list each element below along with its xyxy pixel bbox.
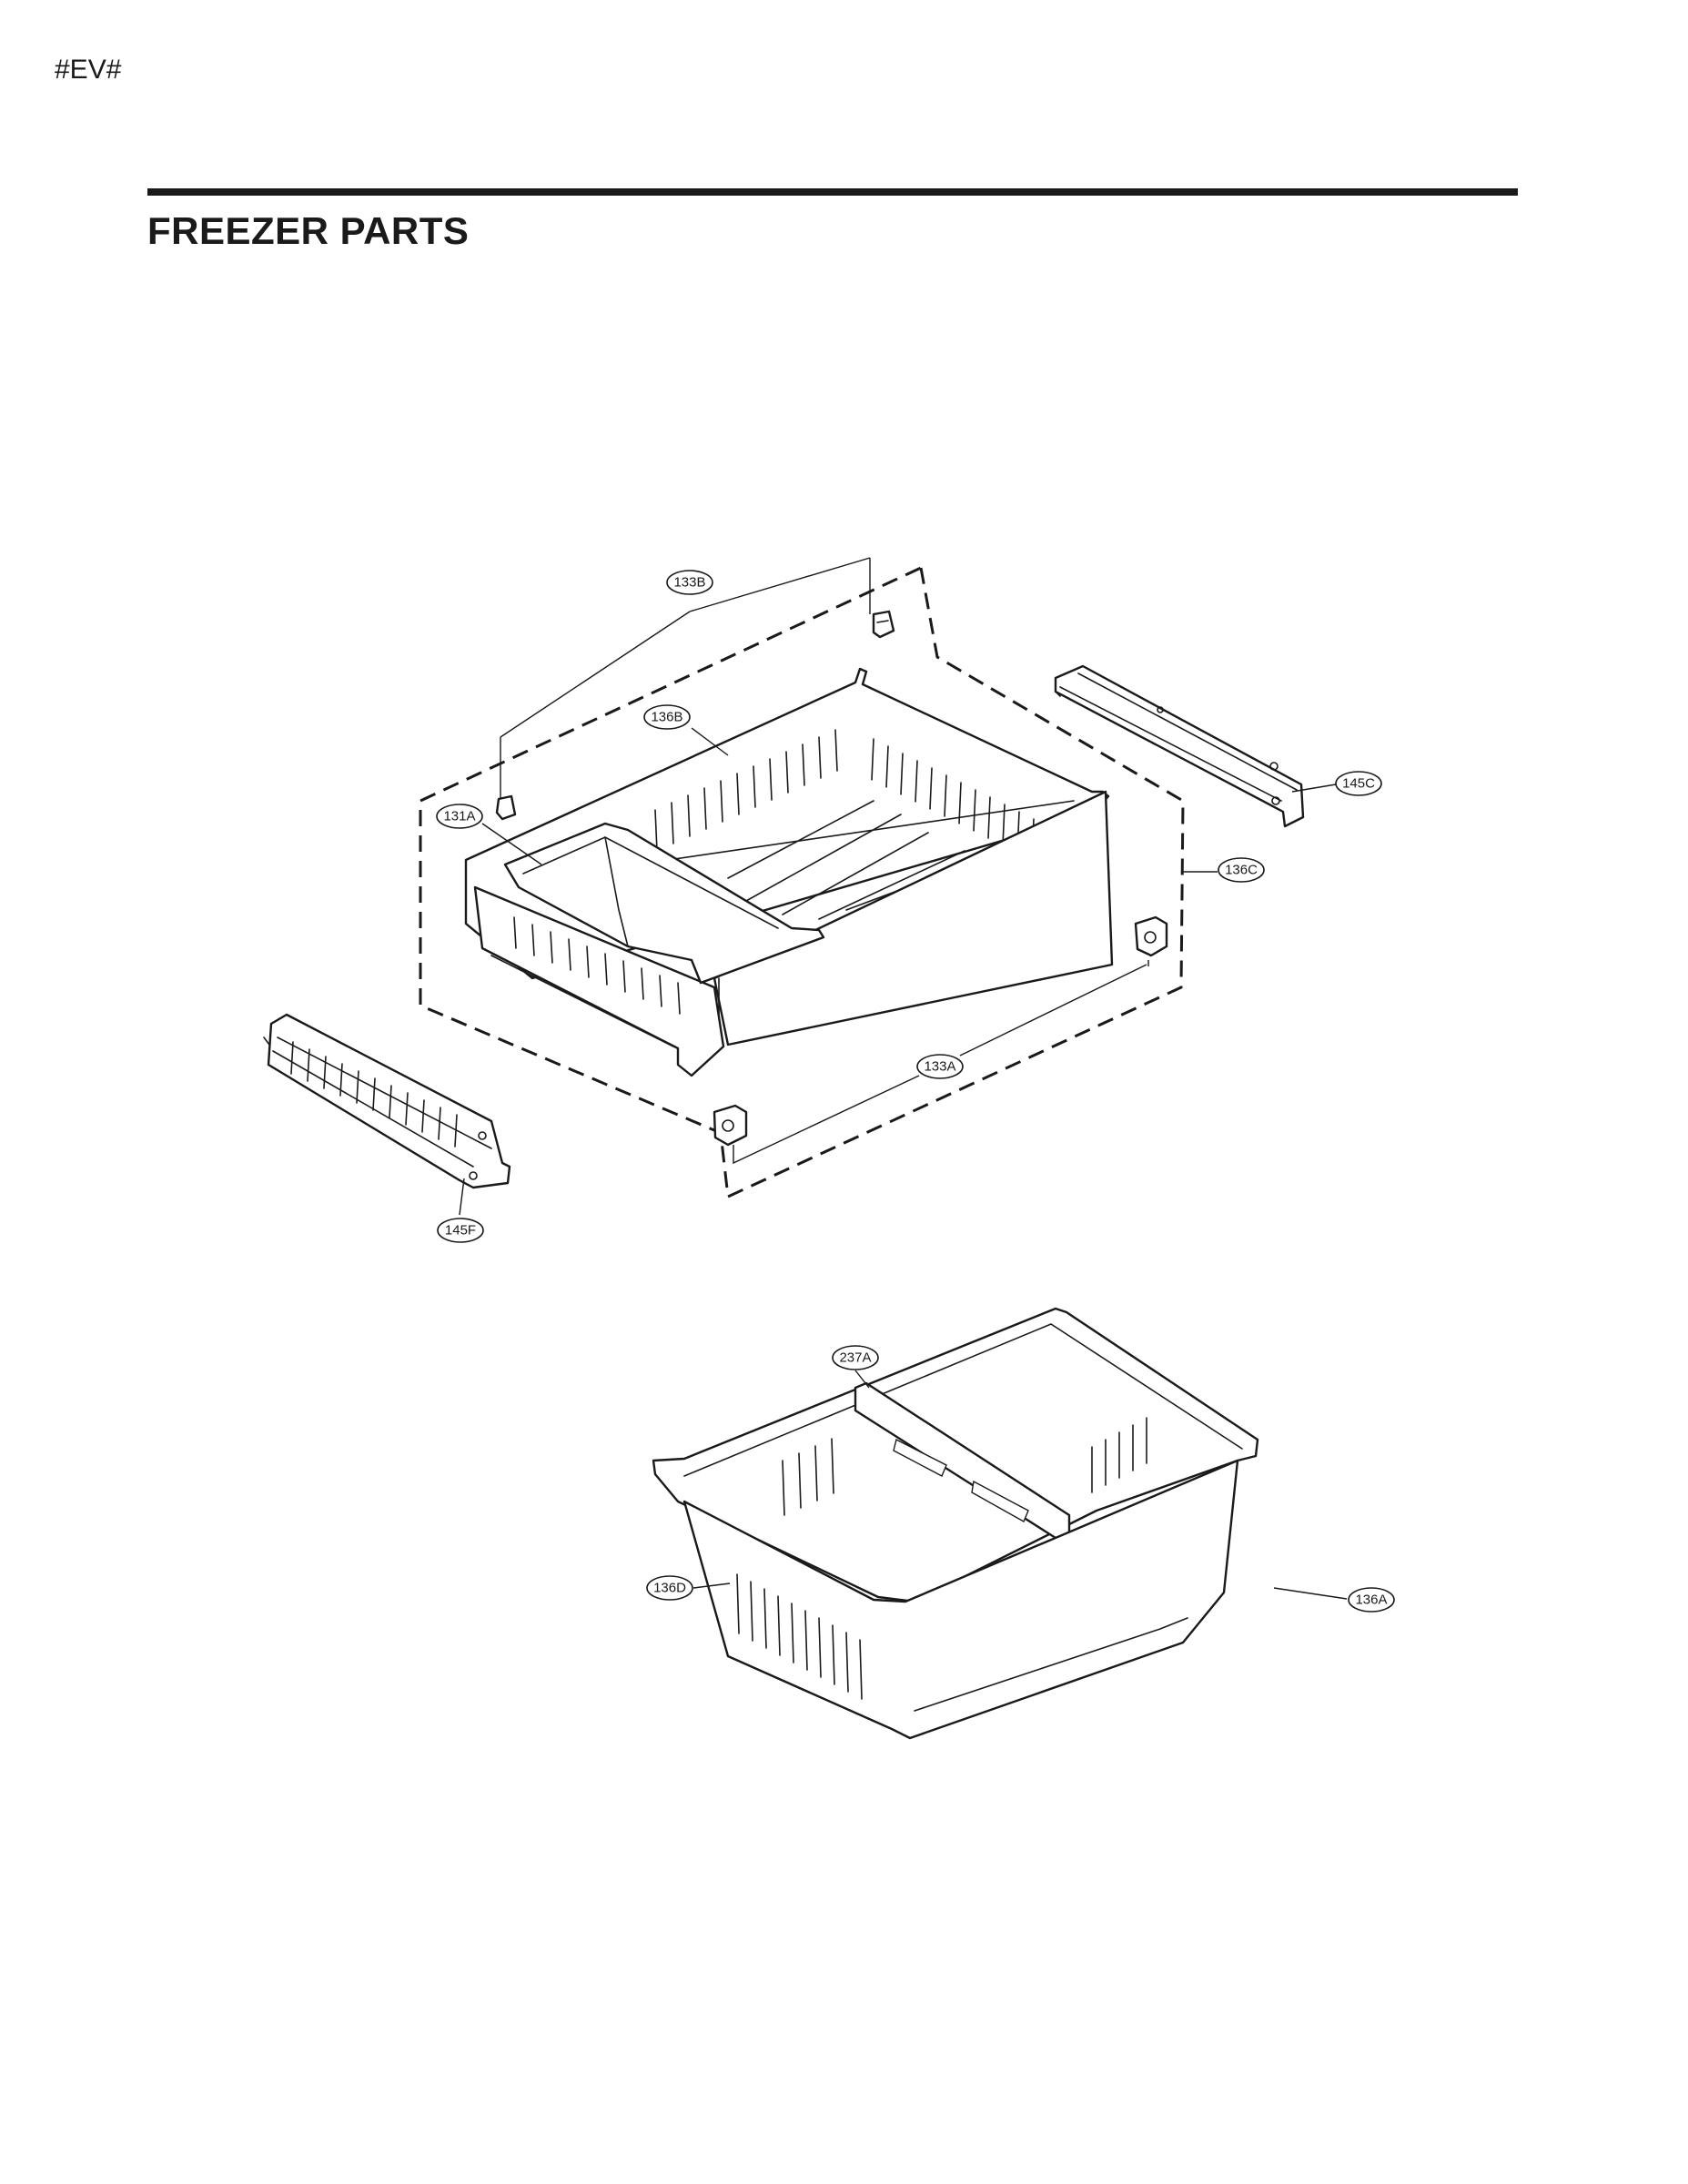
part-145F-left-rail [263, 1013, 511, 1189]
part-145C-right-rail [1054, 664, 1305, 828]
callout-145C: 145C [1335, 771, 1382, 796]
callout-145F: 145F [437, 1218, 484, 1243]
leader-145C [1291, 784, 1337, 793]
callout-133B: 133B [666, 570, 713, 595]
leader-136B [691, 727, 729, 756]
leader-131A [481, 823, 542, 865]
svg-text:133B: 133B [673, 575, 705, 591]
svg-text:136A: 136A [1355, 1592, 1387, 1608]
callout-133A: 133A [916, 1054, 964, 1079]
back-vent-slots [654, 729, 1035, 861]
svg-text:136C: 136C [1225, 863, 1258, 878]
svg-text:145C: 145C [1342, 776, 1375, 792]
svg-text:131A: 131A [443, 809, 475, 824]
leader-136A [1273, 1587, 1348, 1600]
part-136A-lower-basket [652, 1307, 1259, 1740]
callout-131A: 131A [436, 804, 483, 829]
part-131A-tray [503, 822, 825, 985]
callout-136A: 136A [1348, 1587, 1395, 1613]
assembly-boundary [419, 565, 1185, 1199]
callout-136C: 136C [1218, 857, 1265, 883]
part-133A-roller-left [713, 1104, 748, 1147]
svg-text:237A: 237A [839, 1350, 871, 1366]
leader-133B [500, 557, 871, 799]
title-divider [147, 188, 1518, 196]
leader-237A [854, 1370, 870, 1389]
callout-237A: 237A [832, 1345, 879, 1370]
callout-136D: 136D [646, 1575, 693, 1601]
leader-136D [692, 1582, 731, 1589]
page-code: #EV# [55, 55, 122, 85]
leader-133A [733, 960, 1149, 1165]
svg-text:145F: 145F [445, 1223, 476, 1239]
leader-145F [459, 1178, 465, 1216]
callout-136B: 136B [643, 704, 691, 730]
svg-text:136B: 136B [651, 710, 682, 725]
section-title: FREEZER PARTS [147, 209, 470, 252]
svg-text:133A: 133A [924, 1059, 955, 1075]
part-133B-roller-top [872, 610, 895, 639]
part-133B-roller-left [495, 794, 517, 821]
svg-text:136D: 136D [653, 1581, 686, 1596]
part-133A-roller-right [1134, 915, 1168, 957]
